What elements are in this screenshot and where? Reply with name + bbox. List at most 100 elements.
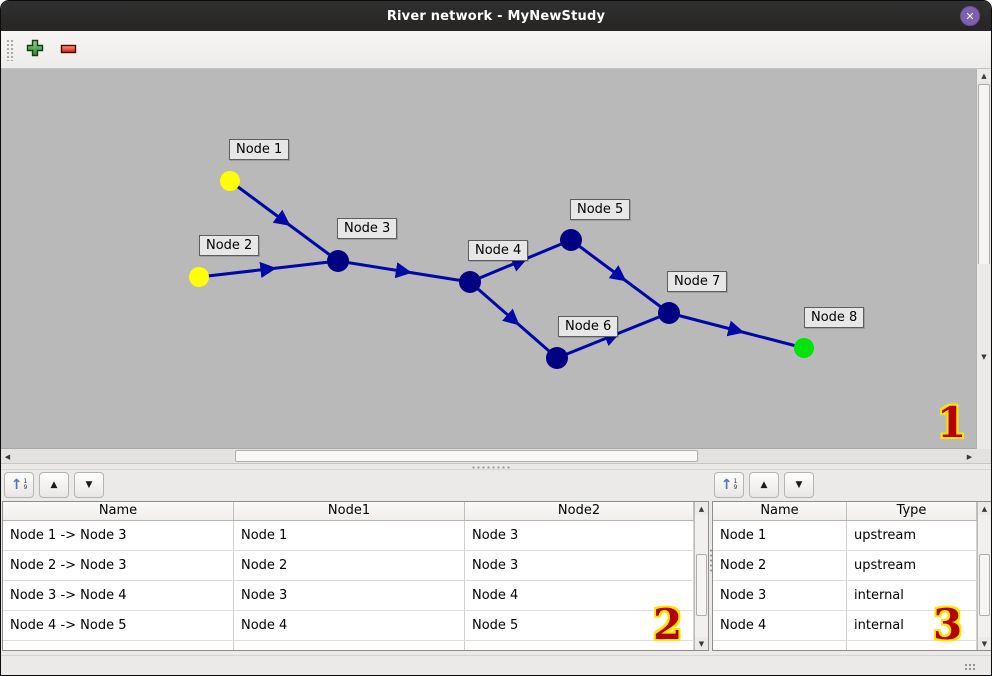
- canvas-horizontal-scrollbar[interactable]: ◀ ▶: [1, 449, 991, 464]
- node-label[interactable]: Node 8: [804, 307, 865, 328]
- table-cell[interactable]: internal: [847, 611, 977, 640]
- river-node[interactable]: [189, 267, 209, 287]
- remove-node-button[interactable]: [56, 37, 82, 63]
- node-label[interactable]: Node 6: [558, 316, 619, 337]
- scroll-up-icon[interactable]: ▲: [978, 502, 991, 515]
- scroll-down-icon[interactable]: ▼: [977, 264, 991, 449]
- node-label[interactable]: Node 7: [667, 271, 728, 292]
- river-edge[interactable]: [198, 259, 339, 279]
- scroll-down-icon[interactable]: ▼: [978, 637, 991, 650]
- river-edge[interactable]: [570, 238, 670, 315]
- river-node[interactable]: [327, 250, 349, 272]
- add-node-button[interactable]: [22, 37, 48, 63]
- canvas-hscroll-thumb[interactable]: [235, 450, 698, 462]
- table-cell[interactable]: Node 3: [234, 581, 465, 610]
- node-move-down-button[interactable]: ▼: [784, 472, 814, 498]
- node-label[interactable]: Node 5: [570, 199, 631, 220]
- column-header[interactable]: Name: [3, 502, 234, 520]
- river-edge[interactable]: [337, 259, 471, 284]
- scroll-up-icon[interactable]: ▲: [977, 69, 991, 83]
- table-cell[interactable]: Node 4: [234, 611, 465, 640]
- table-cell[interactable]: Node 3: [465, 521, 694, 550]
- annotation-number: 2: [653, 600, 683, 649]
- table-cell[interactable]: Node 2: [234, 551, 465, 580]
- panel-splitter-handle[interactable]: [709, 548, 713, 572]
- scroll-up-icon[interactable]: ▲: [695, 502, 708, 515]
- titlebar[interactable]: River network - MyNewStudy ✕: [1, 1, 991, 31]
- table-cell[interactable]: Node 4: [465, 581, 694, 610]
- node-move-up-button[interactable]: ▲: [749, 472, 779, 498]
- up-triangle-icon: ▲: [50, 480, 58, 490]
- table-cell[interactable]: Node 1: [713, 521, 847, 550]
- node-label[interactable]: Node 3: [337, 218, 398, 239]
- node-label[interactable]: Node 1: [229, 139, 290, 160]
- table-cell[interactable]: Node 4 -> Node 5: [3, 611, 234, 640]
- table-cell[interactable]: Node 5: [465, 611, 694, 640]
- edge-move-up-button[interactable]: ▲: [39, 472, 69, 498]
- river-node[interactable]: [560, 229, 582, 251]
- network-svg: [189, 171, 814, 369]
- table-cell[interactable]: Node 2: [713, 551, 847, 580]
- scroll-right-icon[interactable]: ▶: [966, 452, 973, 461]
- close-button[interactable]: ✕: [960, 6, 980, 26]
- table-cell[interactable]: Node 1: [234, 521, 465, 550]
- river-node[interactable]: [658, 302, 680, 324]
- table-cell[interactable]: Node 3 -> Node 4: [3, 581, 234, 610]
- river-edge[interactable]: [469, 280, 558, 360]
- node-label[interactable]: Node 4: [468, 240, 529, 261]
- column-header[interactable]: Node1: [234, 502, 465, 520]
- node-table-scrollbar[interactable]: ▲ ▼: [977, 502, 991, 650]
- scroll-left-icon[interactable]: ◀: [4, 452, 11, 461]
- column-header[interactable]: Type: [847, 502, 977, 520]
- table-cell[interactable]: Node 2 -> Node 3: [3, 551, 234, 580]
- column-header[interactable]: Node2: [465, 502, 694, 520]
- node-label[interactable]: Node 2: [199, 235, 260, 256]
- scroll-down-icon[interactable]: ▼: [695, 637, 708, 650]
- status-bar: [1, 655, 991, 675]
- network-canvas[interactable]: Node 1 Node 2 Node 3 Node 4 Node 5 Node 6 Node…: [1, 69, 991, 449]
- edge-table-scrollbar[interactable]: ▲ ▼: [694, 502, 708, 650]
- table-cell[interactable]: Node 4: [713, 611, 847, 640]
- table-cell[interactable]: Node 3: [465, 551, 694, 580]
- column-header[interactable]: Name: [713, 502, 847, 520]
- splitter-handle-icon: [471, 466, 511, 469]
- river-node[interactable]: [794, 338, 814, 358]
- edge-table-scroll-thumb[interactable]: [696, 554, 707, 616]
- table-cell[interactable]: Node 3: [713, 581, 847, 610]
- river-edge[interactable]: [229, 179, 339, 263]
- table-cell[interactable]: upstream: [847, 551, 977, 580]
- node-table-scroll-thumb[interactable]: [979, 554, 990, 616]
- edge-move-down-button[interactable]: ▼: [74, 472, 104, 498]
- table-cell[interactable]: internal: [847, 581, 977, 610]
- horizontal-splitter[interactable]: [1, 464, 991, 470]
- river-edge[interactable]: [668, 311, 805, 350]
- main-toolbar: [1, 31, 991, 69]
- river-node[interactable]: [459, 271, 481, 293]
- canvas-vertical-scrollbar[interactable]: ▲ ▼: [976, 69, 991, 449]
- table-cell[interactable]: Node 1 -> Node 3: [3, 521, 234, 550]
- river-node[interactable]: [546, 347, 568, 369]
- river-edge[interactable]: [469, 238, 572, 284]
- river-node[interactable]: [220, 171, 240, 191]
- table-cell[interactable]: upstream: [847, 521, 977, 550]
- resize-grip-icon[interactable]: [964, 663, 975, 672]
- toolbar-drag-handle[interactable]: [6, 38, 14, 61]
- nodes-group: [189, 171, 814, 369]
